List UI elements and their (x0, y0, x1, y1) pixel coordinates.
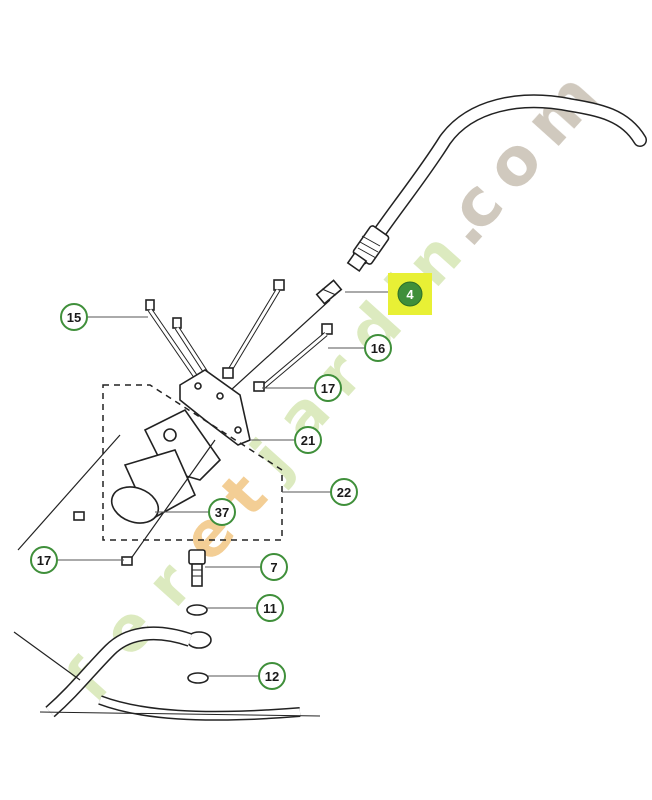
bolt-15 (145, 299, 215, 384)
callout-label: 22 (337, 485, 351, 500)
callout-12[interactable]: 12 (258, 662, 286, 690)
callout-label: 16 (371, 341, 385, 356)
banjo-bolt-7 (188, 549, 206, 587)
callout-label: 11 (263, 601, 277, 616)
bracket-21 (179, 369, 251, 446)
callout-label: 17 (321, 381, 335, 396)
callout-21[interactable]: 21 (294, 426, 322, 454)
callout-label: 4 (406, 287, 414, 302)
callout-17-top[interactable]: 17 (314, 374, 342, 402)
long-bolt (222, 279, 285, 379)
callout-label: 7 (270, 560, 277, 575)
washer-12 (187, 672, 209, 684)
fuel-filter-37 (110, 408, 222, 524)
nipple-fitting-4 (315, 279, 343, 305)
callout-7[interactable]: 7 (260, 553, 288, 581)
fuel-hose-lower (13, 626, 321, 721)
washer-11 (186, 604, 208, 616)
filter-assembly-outline-22 (102, 384, 283, 541)
callout-label: 37 (215, 505, 229, 520)
callout-15[interactable]: 15 (60, 303, 88, 331)
hose-fitting (346, 225, 390, 273)
callout-label: 17 (37, 553, 51, 568)
leader-lines (58, 291, 390, 677)
callout-4[interactable]: 4 (388, 273, 432, 315)
callout-11[interactable]: 11 (256, 594, 284, 622)
rod-right (129, 439, 216, 561)
nut-a (73, 511, 85, 521)
callout-22[interactable]: 22 (330, 478, 358, 506)
callout-label: 15 (67, 310, 81, 325)
bolt-16 (253, 323, 333, 392)
callout-label: 21 (301, 433, 315, 448)
callout-label: 12 (265, 669, 279, 684)
rod-left (17, 434, 121, 551)
center-line (219, 299, 331, 401)
nut-b (121, 556, 133, 566)
fuel-hose-upper (346, 94, 647, 273)
callout-16[interactable]: 16 (364, 334, 392, 362)
callout-37[interactable]: 37 (208, 498, 236, 526)
callout-17-bottom[interactable]: 17 (30, 546, 58, 574)
